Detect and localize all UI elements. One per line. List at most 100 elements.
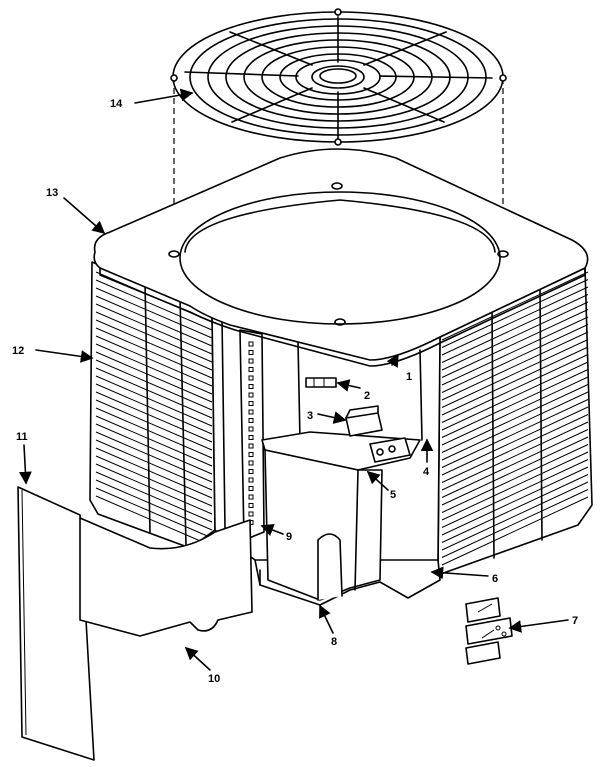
post-hole (248, 435, 254, 440)
service-panel (79, 517, 253, 637)
coil-fin (441, 339, 589, 408)
coil-fin (95, 439, 213, 491)
callout-1: 1 (406, 371, 412, 383)
coil-fin (95, 303, 213, 355)
leader-lines (19, 88, 569, 671)
coil-fin (441, 466, 589, 536)
post-hole (248, 477, 254, 483)
coil-fin (441, 346, 589, 416)
coil-fin (95, 335, 213, 387)
post-hole (248, 486, 254, 491)
callout-12: 12 (12, 345, 24, 357)
coil-fin (95, 295, 213, 347)
post-hole (248, 460, 254, 466)
coil-fin (441, 331, 589, 401)
callout-2: 2 (364, 390, 370, 402)
coil-fin (441, 294, 589, 363)
cabinet-interior (211, 311, 441, 601)
coil-fin (441, 421, 589, 491)
post-hole (248, 469, 254, 474)
access-panel (17, 486, 95, 761)
post-hole (248, 503, 254, 508)
coil-fin (441, 376, 589, 446)
coil-fin (95, 375, 213, 427)
post-hole (248, 418, 254, 423)
coil-fin (95, 447, 213, 499)
coil-fin (441, 399, 589, 468)
coil-fin (95, 415, 213, 467)
coil-fin (441, 301, 589, 371)
fan-guard (170, 8, 507, 250)
right-coil-guard (437, 267, 593, 576)
coil-fin (441, 459, 589, 528)
post-hole (248, 384, 254, 389)
coil-fin (441, 369, 589, 438)
coil-fin (95, 359, 213, 411)
post-hole (248, 375, 254, 381)
callout-9: 9 (286, 531, 292, 543)
post-hole (248, 511, 254, 517)
callout-8: 8 (331, 636, 337, 648)
top-cover (93, 148, 589, 367)
coil-fin (95, 343, 213, 395)
coil-fin (441, 489, 589, 558)
post-hole (248, 494, 254, 500)
callout-13: 13 (46, 187, 58, 199)
coil-fin (95, 495, 213, 547)
coil-fin (95, 407, 213, 459)
post-hole (248, 358, 254, 364)
coil-fin (95, 311, 213, 363)
coil-fin (95, 479, 213, 531)
coil-fin (441, 391, 589, 461)
coil-fin (441, 316, 589, 386)
coil-fin (95, 423, 213, 475)
post-hole (248, 443, 254, 449)
coil-fin (441, 481, 589, 551)
coil-fin (441, 414, 589, 483)
callout-10: 10 (208, 673, 220, 685)
coil-fin (441, 286, 589, 356)
coil-fin (95, 367, 213, 419)
callout-14: 14 (110, 98, 123, 110)
post-hole (248, 452, 254, 457)
post-hole (248, 392, 254, 398)
coil-fin (95, 383, 213, 435)
post-hole (248, 341, 254, 347)
coil-fin (441, 496, 589, 566)
coil-fin (95, 399, 213, 451)
post-hole (248, 401, 254, 406)
coil-fin (441, 309, 589, 378)
coil-fin (441, 444, 589, 513)
coil-fin (441, 384, 589, 453)
coil-fin (441, 406, 589, 476)
wiring-decal (465, 597, 513, 665)
coil-fin (441, 324, 589, 393)
coil-fin (441, 271, 589, 341)
coil-fin (441, 474, 589, 543)
coil-fin (95, 327, 213, 379)
coil-fin (441, 436, 589, 506)
callout-7: 7 (572, 615, 578, 627)
coil-fin (95, 351, 213, 403)
callout-6: 6 (492, 573, 498, 585)
coil-fin (441, 354, 589, 423)
callout-labels: 1 2 3 4 5 6 7 8 9 10 11 12 13 14 (12, 98, 578, 685)
post-hole (248, 426, 254, 432)
callout-4: 4 (423, 466, 430, 478)
coil-fin (441, 279, 589, 348)
coil-fin (95, 455, 213, 507)
coil-fin (95, 431, 213, 483)
callout-3: 3 (307, 410, 313, 422)
coil-fin (95, 391, 213, 443)
coil-fin (441, 429, 589, 498)
callout-5: 5 (390, 489, 396, 501)
coil-fin (95, 487, 213, 539)
coil-fin (95, 471, 213, 523)
coil-fin (95, 319, 213, 371)
coil-fin (95, 463, 213, 515)
post-hole (248, 409, 254, 415)
callout-11: 11 (16, 431, 28, 443)
coil-fin (95, 287, 213, 339)
coil-fin (441, 451, 589, 521)
